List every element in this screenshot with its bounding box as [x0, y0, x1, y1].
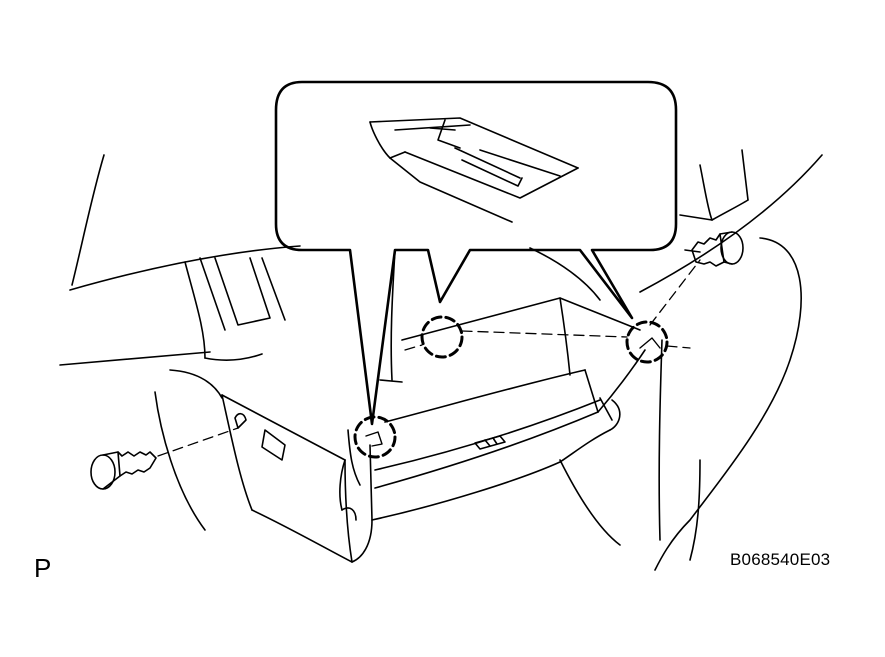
claw-marker-right [627, 322, 667, 362]
claw-detail [370, 118, 578, 222]
view-letter: P [34, 553, 52, 583]
claw-location-markers [355, 317, 667, 457]
detail-callout [276, 82, 676, 424]
dashboard-outline [60, 150, 822, 570]
left-screw-icon [91, 452, 156, 489]
claw-marker-left [355, 417, 395, 457]
claw-marker-center [422, 317, 462, 357]
glove-box [222, 298, 645, 562]
installation-lines [158, 260, 700, 456]
right-screw-icon [692, 232, 743, 266]
figure-code: B068540E03 [730, 550, 831, 569]
